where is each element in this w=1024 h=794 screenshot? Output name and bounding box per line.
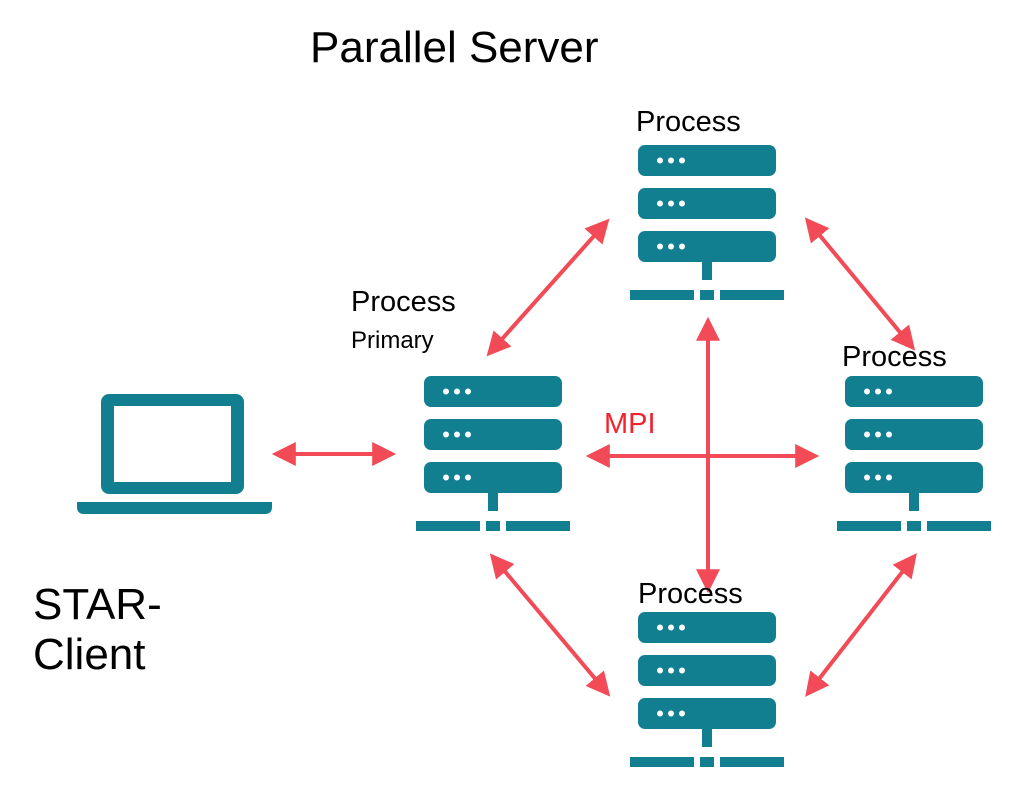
top-right-arrow bbox=[804, 217, 916, 351]
mpi-label: MPI bbox=[604, 408, 656, 440]
client-label-line1: STAR- bbox=[33, 580, 162, 629]
client-label: STAR- Client bbox=[33, 580, 162, 680]
server-icon bbox=[837, 376, 991, 531]
process-bottom-label: Process bbox=[638, 578, 743, 610]
process-primary-label: Process bbox=[351, 286, 456, 318]
process-right-label: Process bbox=[842, 341, 947, 373]
client-label-line2: Client bbox=[33, 630, 146, 679]
laptop-icon bbox=[77, 394, 272, 514]
process-top-label: Process bbox=[636, 106, 741, 138]
server-icon bbox=[630, 145, 784, 300]
server-icon bbox=[416, 376, 570, 531]
server-icon bbox=[630, 612, 784, 767]
bottom-right-arrow bbox=[805, 553, 917, 697]
primary-top-arrow bbox=[486, 218, 610, 357]
primary-bottom-arrow bbox=[489, 553, 611, 697]
process-primary-sublabel: Primary bbox=[351, 327, 434, 354]
diagram-title: Parallel Server bbox=[310, 23, 599, 72]
